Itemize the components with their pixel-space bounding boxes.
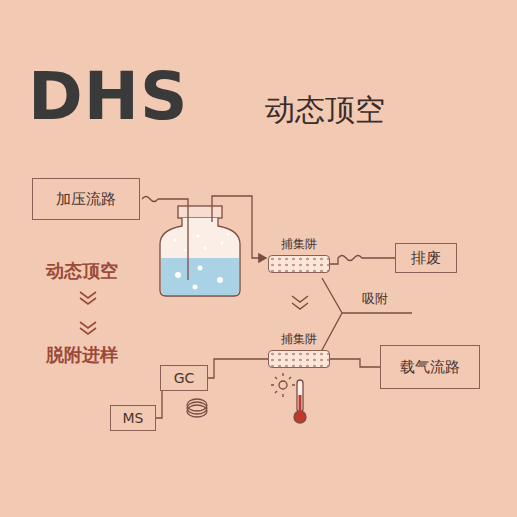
connector [330,256,395,265]
trap-label: 捕集阱 [281,331,317,348]
connector [208,359,268,378]
flow-box: 加压流路 [32,178,140,220]
label: 脱附进样 [46,343,118,367]
instrument-box: GC [160,365,208,391]
trap-tube: 捕集阱 [268,331,330,368]
tube-body [268,255,330,273]
label: 动态顶空 [265,90,385,131]
box-text: GC [174,370,195,386]
title: DHS [28,58,189,135]
box-text: MS [123,410,144,426]
flow-box: 载气流路 [380,345,480,389]
box-text: 排废 [411,249,441,268]
connector [330,359,380,367]
label: 吸附 [360,290,390,308]
trap-label: 捕集阱 [281,236,317,253]
box-text: 载气流路 [400,358,460,377]
waste-box: 排废 [395,243,457,273]
box-text: 加压流路 [56,190,116,209]
instrument-box: MS [110,405,156,431]
label: 动态顶空 [46,259,118,283]
trap-tube: 捕集阱 [268,236,330,273]
tube-body [268,350,330,368]
